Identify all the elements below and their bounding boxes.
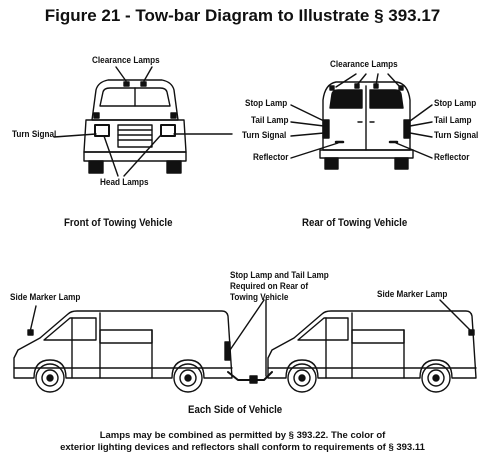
label-rear-stop-lamp-right: Stop Lamp: [434, 98, 477, 109]
front-van-illustration: [83, 79, 187, 174]
label-rear-stop-lamp-left: Stop Lamp: [245, 98, 288, 109]
footnote-line1: Lamps may be combined as permitted by § …: [99, 430, 386, 441]
label-rear-tail-lamp-left: Tail Lamp: [251, 115, 289, 126]
label-rear-turn-signal-left: Turn Signal: [242, 130, 287, 141]
rear-van-illustration: [319, 81, 414, 170]
label-side-marker-lamp-left: Side Marker Lamp: [10, 292, 81, 303]
label-front-head-lamps: Head Lamps: [100, 177, 149, 188]
label-rear-clearance-lamps: Clearance Lamps: [330, 59, 398, 70]
label-side-marker-lamp-right: Side Marker Lamp: [377, 289, 448, 300]
label-stop-tail-note-line2: Required on Rear of: [230, 281, 309, 292]
caption-rear-of-towing-vehicle: Rear of Towing Vehicle: [302, 217, 408, 229]
towing-van-side-illustration: [13, 310, 233, 393]
label-rear-reflector-right: Reflector: [434, 152, 470, 163]
figure-title: Figure 21 - Tow-bar Diagram to Illustrat…: [44, 6, 441, 25]
label-front-turn-signal: Turn Signal: [12, 129, 57, 140]
label-rear-tail-lamp-right: Tail Lamp: [434, 115, 472, 126]
label-rear-reflector-left: Reflector: [253, 152, 289, 163]
label-stop-tail-note-line3: Towing Vehicle: [230, 292, 289, 303]
towed-van-side-illustration: [267, 310, 477, 393]
caption-front-of-towing-vehicle: Front of Towing Vehicle: [64, 217, 173, 229]
label-front-clearance-lamps: Clearance Lamps: [92, 55, 160, 66]
label-stop-tail-note-line1: Stop Lamp and Tail Lamp: [230, 270, 329, 281]
label-rear-turn-signal-right: Turn Signal: [434, 130, 479, 141]
footnote-line2: exterior lighting devices and reflectors…: [60, 442, 425, 453]
caption-each-side-of-vehicle: Each Side of Vehicle: [188, 404, 283, 416]
